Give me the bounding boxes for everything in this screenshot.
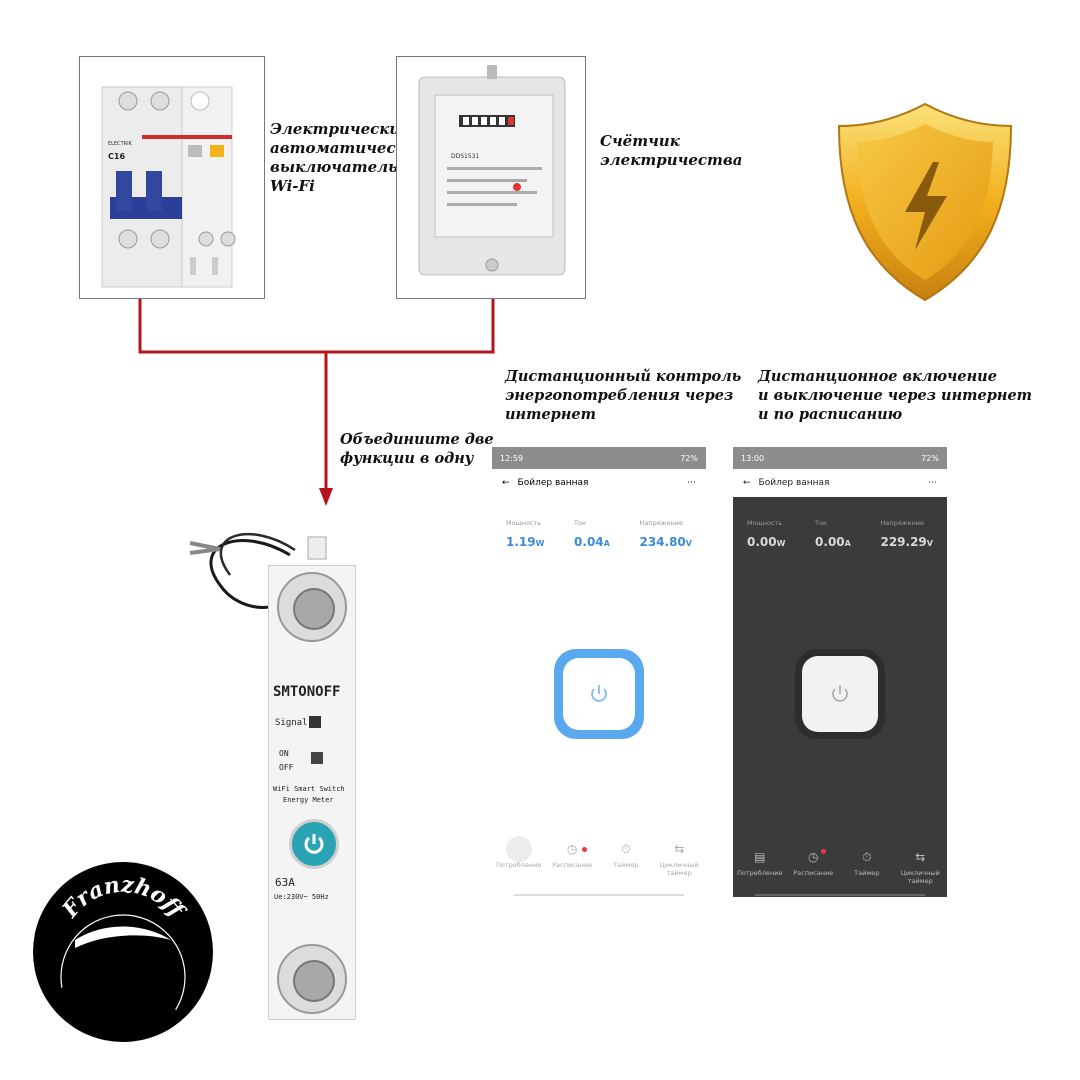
remote-switch-caption: Дистанционное включение и выключение чер… [758,368,1033,423]
back-arrow-icon[interactable]: ← [743,478,751,488]
schedule-dot [821,849,826,854]
off-label: OFF [279,763,294,772]
device-desc1: WiFi Smart Switch [273,785,345,793]
cycle-icon: ⇆ [674,842,685,856]
wire-arrow-head [319,488,333,506]
on-label: ON [279,749,289,758]
tab-schedule[interactable]: ◷ Расписание [793,850,834,877]
timer-icon: ⏱ [621,841,631,856]
wire-line [138,298,495,354]
bar-chart-icon: ▤ [754,850,766,864]
power-icon [832,685,848,702]
power-icon [591,685,607,702]
device-spec: Ue:230V~ 50Hz [274,893,329,901]
bottom-tabs: Потребление ◷ Расписание ⏱ Таймер ⇆ Цикл… [492,836,706,877]
bottom-terminal [277,944,347,1014]
metric-power: Мощность 1.19W [506,519,545,549]
logo-text: Franzhoff [57,872,191,926]
metric-current: Ток 0.00A [815,519,851,549]
status-bar: 12:59 72% [492,447,706,469]
phone-screen-light: 12:59 72% ← Бойлер ванная ⋯ Мощность 1.1… [492,447,706,897]
more-icon[interactable]: ⋯ [928,478,937,488]
device-brand: SMTONOFF [273,684,341,700]
tab-schedule[interactable]: ◷ Расписание [552,842,593,869]
tab-timer[interactable]: ⏱ Таймер [854,849,880,878]
app-header: ← Бойлер ванная ⋯ [733,469,947,497]
home-indicator [755,894,925,896]
franzhoff-logo: Franzhoff [33,862,213,1042]
schedule-dot [582,847,587,852]
signal-label: Signal [275,718,308,728]
combine-caption: Объединиите две функции в одну [340,431,494,467]
consumption-icon [505,836,532,862]
signal-led [309,716,321,728]
shield-lightning-icon [837,102,1013,302]
tab-timer[interactable]: ⏱ Таймер [613,841,639,870]
back-arrow-icon[interactable]: ← [502,478,510,488]
power-toggle-button[interactable] [795,649,885,739]
status-bar: 13:00 72% [733,447,947,469]
breaker-photo: ELECTRIK C16 [79,56,265,299]
metric-voltage: Напряжение 234.80V [639,519,692,549]
metric-power: Мощность 0.00W [747,519,786,549]
power-icon [304,834,324,854]
device-desc2: Energy Meter [283,796,334,804]
device-cable [189,532,327,609]
device-rating: 63A [275,876,295,889]
breaker-brand: ELECTRIK [108,141,132,147]
metrics-row: Мощность 1.19W Ток 0.04A Напряжение 234.… [492,519,706,550]
tab-consumption[interactable]: Потребление [494,836,544,877]
device-title: Бойлер ванная [758,478,830,488]
tab-consumption[interactable]: ▤ Потребление [737,850,783,877]
breaker-model: C16 [108,152,126,161]
metric-current: Ток 0.04A [574,519,610,549]
more-icon[interactable]: ⋯ [687,478,696,488]
breaker-caption: Электрический автоматический выключатель… [270,120,428,195]
phone-screen-dark: 13:00 72% ← Бойлер ванная ⋯ Мощность 0.0… [733,447,947,897]
metric-voltage: Напряжение 229.29V [880,519,933,549]
device-power-button[interactable] [289,819,339,869]
power-toggle-button[interactable] [554,649,644,739]
home-indicator [514,894,684,896]
onoff-led [311,752,323,764]
alarm-clock-icon: ◷ [567,842,578,856]
device-title: Бойлер ванная [517,478,589,488]
alarm-clock-icon: ◷ [808,850,819,864]
smart-switch-device: SMTONOFF Signal ON OFF WiFi Smart Switch… [268,565,356,1020]
cycle-icon: ⇆ [915,850,926,864]
meter-caption: Счётчик электричества [600,132,743,169]
meter-model: DDS1531 [451,153,480,160]
remote-monitor-caption: Дистанционный контроль энергопотребления… [505,368,742,423]
tab-cyclic-timer[interactable]: ⇆ Цикличный таймер [659,842,699,877]
top-terminal [277,572,347,642]
meter-photo: DDS1531 [396,56,586,299]
metrics-row: Мощность 0.00W Ток 0.00A Напряжение 229.… [733,519,947,550]
tab-cyclic-timer[interactable]: ⇆ Цикличный таймер [900,850,940,885]
bottom-tabs: ▤ Потребление ◷ Расписание ⏱ Таймер ⇆ Ци… [733,847,947,886]
timer-icon: ⏱ [862,849,872,864]
app-header: ← Бойлер ванная ⋯ [492,469,706,497]
